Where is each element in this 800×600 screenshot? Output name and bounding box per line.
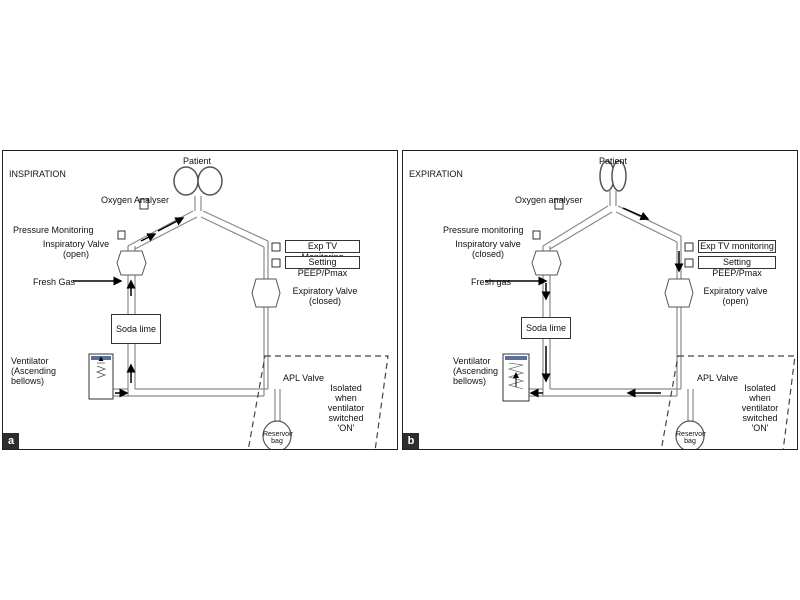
pressure-port-icon bbox=[532, 230, 541, 240]
exp-tv-port-icon bbox=[684, 242, 694, 252]
inspiratory-valve-label: Inspiratory Valve(open) bbox=[42, 239, 110, 259]
exp-tv-monitoring-box: Exp TV Monitoring bbox=[285, 240, 360, 262]
isolated-region bbox=[247, 355, 389, 449]
peep-port-icon bbox=[271, 258, 281, 268]
oxygen-analyser-label: Oxygen analyser bbox=[515, 195, 583, 205]
phase-label: EXPIRATION bbox=[409, 169, 463, 179]
panel-label: b bbox=[403, 433, 419, 449]
inspiratory-valve-label: Inspiratory valve(closed) bbox=[455, 239, 521, 259]
setting-peep-box: Setting PEEP/Pmax bbox=[285, 256, 360, 278]
setting-peep-box: Setting PEEP/Pmax bbox=[698, 256, 776, 278]
pressure-monitoring-label: Pressure Monitoring bbox=[13, 225, 94, 235]
pressure-port-icon bbox=[117, 230, 126, 240]
expiratory-valve-icon bbox=[664, 278, 694, 308]
soda-lime-box: Soda lime bbox=[111, 314, 161, 344]
patient-label: Patient bbox=[183, 156, 212, 166]
apl-valve-label: APL Valve bbox=[283, 373, 325, 383]
peep-port-icon bbox=[684, 258, 694, 268]
oxygen-analyser-port-icon bbox=[554, 198, 564, 210]
panel-label: a bbox=[3, 433, 19, 449]
panel-inspiration: INSPIRATION Patient Oxygen Analyser Pres… bbox=[2, 150, 398, 450]
exp-tv-monitoring-box: Exp TV monitoring bbox=[698, 240, 776, 253]
inspiratory-valve-icon bbox=[531, 250, 562, 276]
fresh-gas-label: Fresh gas bbox=[471, 277, 512, 287]
lung-left-icon bbox=[173, 166, 199, 196]
oxygen-analyser-port-icon bbox=[139, 198, 149, 210]
pressure-monitoring-label: Pressure monitoring bbox=[443, 225, 524, 235]
soda-lime-box: Soda lime bbox=[521, 317, 571, 339]
panel-expiration: EXPIRATION Patient Oxygen analyser Press… bbox=[402, 150, 798, 450]
expiratory-valve-label: Expiratory valve(open) bbox=[703, 286, 768, 306]
reservoir-bag-icon bbox=[675, 420, 705, 449]
oxygen-analyser-label: Oxygen Analyser bbox=[101, 195, 170, 205]
patient-label: Patient bbox=[599, 156, 628, 166]
apl-valve-label: APL Valve bbox=[697, 373, 739, 383]
fresh-gas-label: Fresh Gas bbox=[33, 277, 76, 287]
lung-right-icon bbox=[611, 160, 627, 192]
lung-right-icon bbox=[197, 166, 223, 196]
expiratory-valve-icon bbox=[251, 278, 281, 308]
exp-tv-port-icon bbox=[271, 242, 281, 252]
expiratory-valve-label: Expiratory Valve(closed) bbox=[292, 286, 358, 306]
inspiratory-valve-icon bbox=[116, 250, 147, 276]
circuit-diagram-expiration bbox=[485, 160, 796, 449]
phase-label: INSPIRATION bbox=[9, 169, 66, 179]
circuit-diagram-inspiration bbox=[73, 166, 389, 449]
reservoir-bag-icon bbox=[262, 420, 292, 449]
